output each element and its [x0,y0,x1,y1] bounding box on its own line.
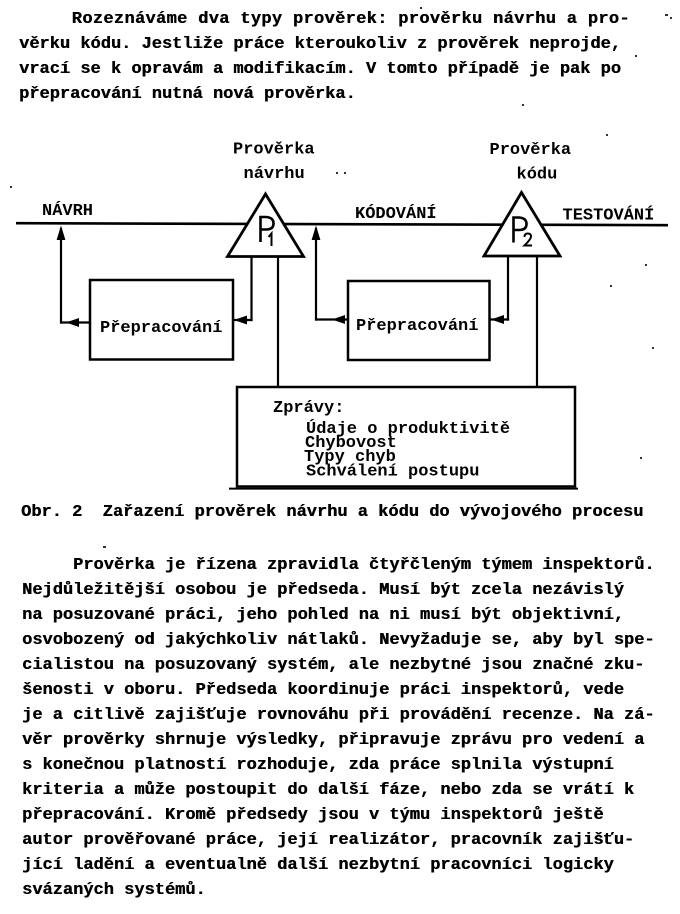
svg-text:Chybovost: Chybovost [305,434,397,453]
svg-text:Zprávy:: Zprávy: [273,399,344,418]
svg-text:Typy chyb: Typy chyb [304,448,396,467]
svg-text:Prověrka: Prověrka [233,141,315,160]
svg-text:Prověrka: Prověrka [490,141,572,160]
svg-text:návrhu: návrhu [244,165,305,184]
svg-text:Přepracování: Přepracování [356,317,478,336]
svg-text:Schválení postupu: Schválení postupu [306,463,479,482]
svg-text:Přepracování: Přepracování [100,319,222,338]
svg-text:TESTOVÁNÍ: TESTOVÁNÍ [563,206,655,226]
svg-text:kódu: kódu [517,166,558,185]
svg-text:NÁVRH: NÁVRH [42,201,93,221]
svg-text:KÓDOVÁNÍ: KÓDOVÁNÍ [355,204,437,224]
svg-text:Údaje o produktivitě: Údaje o produktivitě [306,419,510,439]
